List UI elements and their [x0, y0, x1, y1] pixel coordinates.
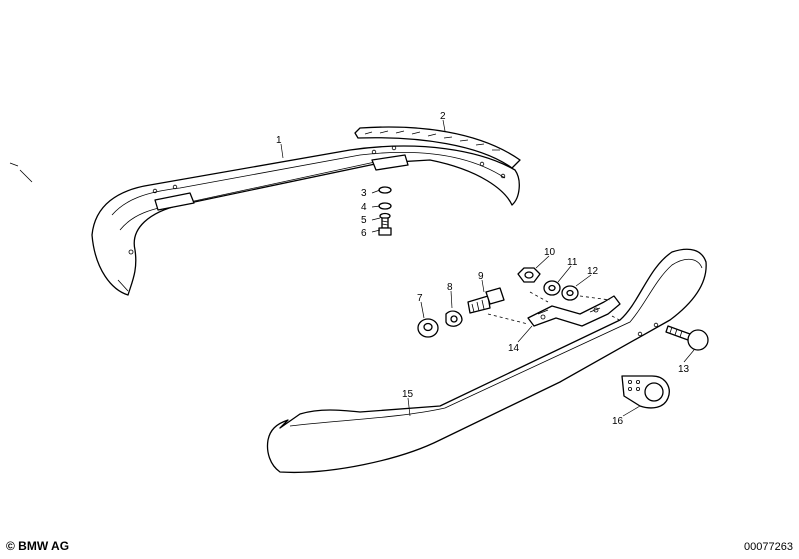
- leader-lines: [280, 119, 695, 417]
- fastener-stack-3-6: [378, 186, 392, 236]
- part-9-hex-bolt: [467, 287, 505, 314]
- callout-1: 1: [276, 135, 282, 146]
- callout-3: 3: [361, 188, 367, 199]
- part-16-plate: [621, 375, 670, 409]
- callout-12: 12: [587, 266, 599, 277]
- callout-6: 6: [361, 228, 367, 239]
- callout-4: 4: [361, 202, 367, 213]
- part-14-bracket: [527, 295, 621, 327]
- part-10-hex-nut: [517, 267, 541, 283]
- image-number-label: 00077263: [744, 541, 793, 553]
- part-12-washer: [561, 285, 579, 301]
- callout-2: 2: [440, 111, 446, 122]
- part-7-washer: [417, 318, 439, 338]
- callout-8: 8: [447, 282, 453, 293]
- callout-11: 11: [567, 257, 578, 268]
- callout-10: 10: [544, 247, 556, 258]
- callout-5: 5: [361, 215, 367, 226]
- callout-7: 7: [417, 293, 423, 304]
- callout-13: 13: [678, 364, 690, 375]
- corner-mark: [9, 162, 33, 183]
- part-2-trim-strip: [354, 126, 521, 169]
- callout-9: 9: [478, 271, 484, 282]
- callout-16: 16: [612, 416, 624, 427]
- part-11-lock-washer: [543, 280, 561, 296]
- callout-labels: 1 2 3 4 5 6 7 8 9 10 11 12 13 14 15 16: [276, 111, 690, 427]
- part-15-bumper-bar: [266, 248, 707, 474]
- copyright-label: © BMW AG: [6, 539, 70, 553]
- part-8-lock-washer: [445, 310, 463, 327]
- callout-15: 15: [402, 389, 414, 400]
- callout-14: 14: [508, 343, 520, 354]
- part-1-bumper-bar: [91, 145, 520, 296]
- part-13-bolt: [665, 325, 709, 351]
